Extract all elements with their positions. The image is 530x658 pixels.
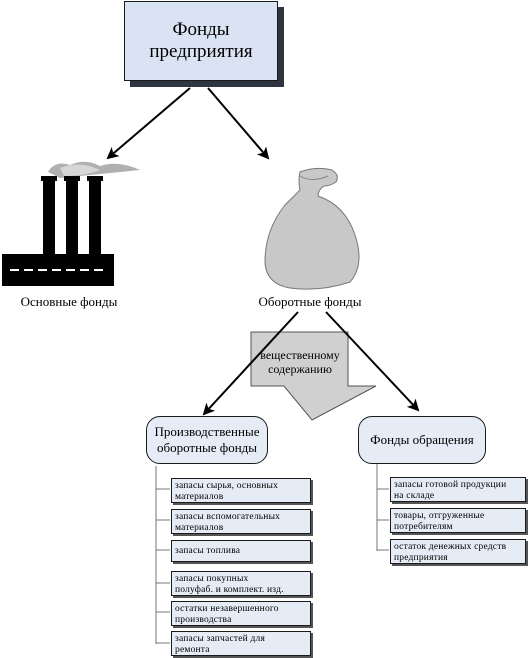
production-item: остатки незавершенного производства [171, 601, 311, 626]
item-line1: запасы вспомогательных [175, 512, 281, 522]
circulation-item: запасы готовой продукции на складе [390, 477, 526, 502]
item-line1: запасы топлива [175, 545, 241, 556]
production-item: запасы топлива [171, 540, 311, 562]
circulation-tree-lines [376, 464, 389, 551]
item-line2: ремонта [175, 645, 210, 655]
production-item: запасы вспомогательных материалов [171, 509, 311, 534]
production-item: запасы сырья, основных материалов [171, 478, 311, 503]
item-line2: потребителям [394, 522, 453, 532]
production-item: запасы запчастей для ремонта [171, 631, 311, 656]
production-funds-line2: оборотные фонды [156, 440, 258, 455]
main-funds-label: Основные фонды [20, 294, 118, 309]
item-line1: запасы покупных [175, 574, 249, 584]
root-node: Фонды предприятия [124, 1, 278, 81]
factory-icon [2, 161, 140, 286]
item-line1: запасы готовой продукции [394, 480, 507, 490]
item-line1: остатки незавершенного [175, 604, 279, 614]
production-funds-node: Производственные оборотные фонды [146, 416, 268, 464]
item-line2: производства [175, 615, 232, 625]
classification-criterion: вещественному содержанию [255, 348, 345, 376]
classification-arrow [250, 331, 377, 421]
item-line1: товары, отгруженные [394, 511, 485, 521]
arrow-root-to-main [106, 87, 191, 160]
criterion-line2: содержанию [268, 362, 332, 376]
root-title-line2: предприятия [149, 41, 253, 62]
sack-icon [264, 167, 360, 290]
item-line2: материалов [175, 523, 224, 533]
item-line1: запасы сырья, основных [175, 481, 279, 491]
production-tree-lines [155, 466, 170, 644]
root-title-line1: Фонды [172, 19, 230, 40]
circulation-item: товары, отгруженные потребителям [390, 508, 526, 533]
circulation-funds-label: Фонды обращения [370, 432, 474, 447]
production-item: запасы покупных полуфаб. и комплект. изд… [171, 571, 311, 596]
item-line2: материалов [175, 492, 224, 502]
item-line1: запасы запчастей для [175, 634, 266, 644]
circulation-item: остаток денежных средств предприятия [390, 539, 526, 564]
item-line2: полуфаб. и комплект. изд. [175, 585, 284, 595]
item-line1: остаток денежных средств [394, 542, 507, 552]
circulation-funds-node: Фонды обращения [358, 416, 486, 464]
item-line2: предприятия [394, 553, 448, 563]
arrow-working-to-production [202, 311, 299, 416]
criterion-line1: вещественному [260, 348, 340, 362]
working-funds-label: Оборотные фонды [258, 294, 362, 309]
arrow-root-to-working [207, 87, 270, 160]
item-line2: на складе [394, 491, 435, 501]
arrow-working-to-circulation [325, 311, 420, 412]
production-funds-line1: Производственные [154, 424, 260, 439]
